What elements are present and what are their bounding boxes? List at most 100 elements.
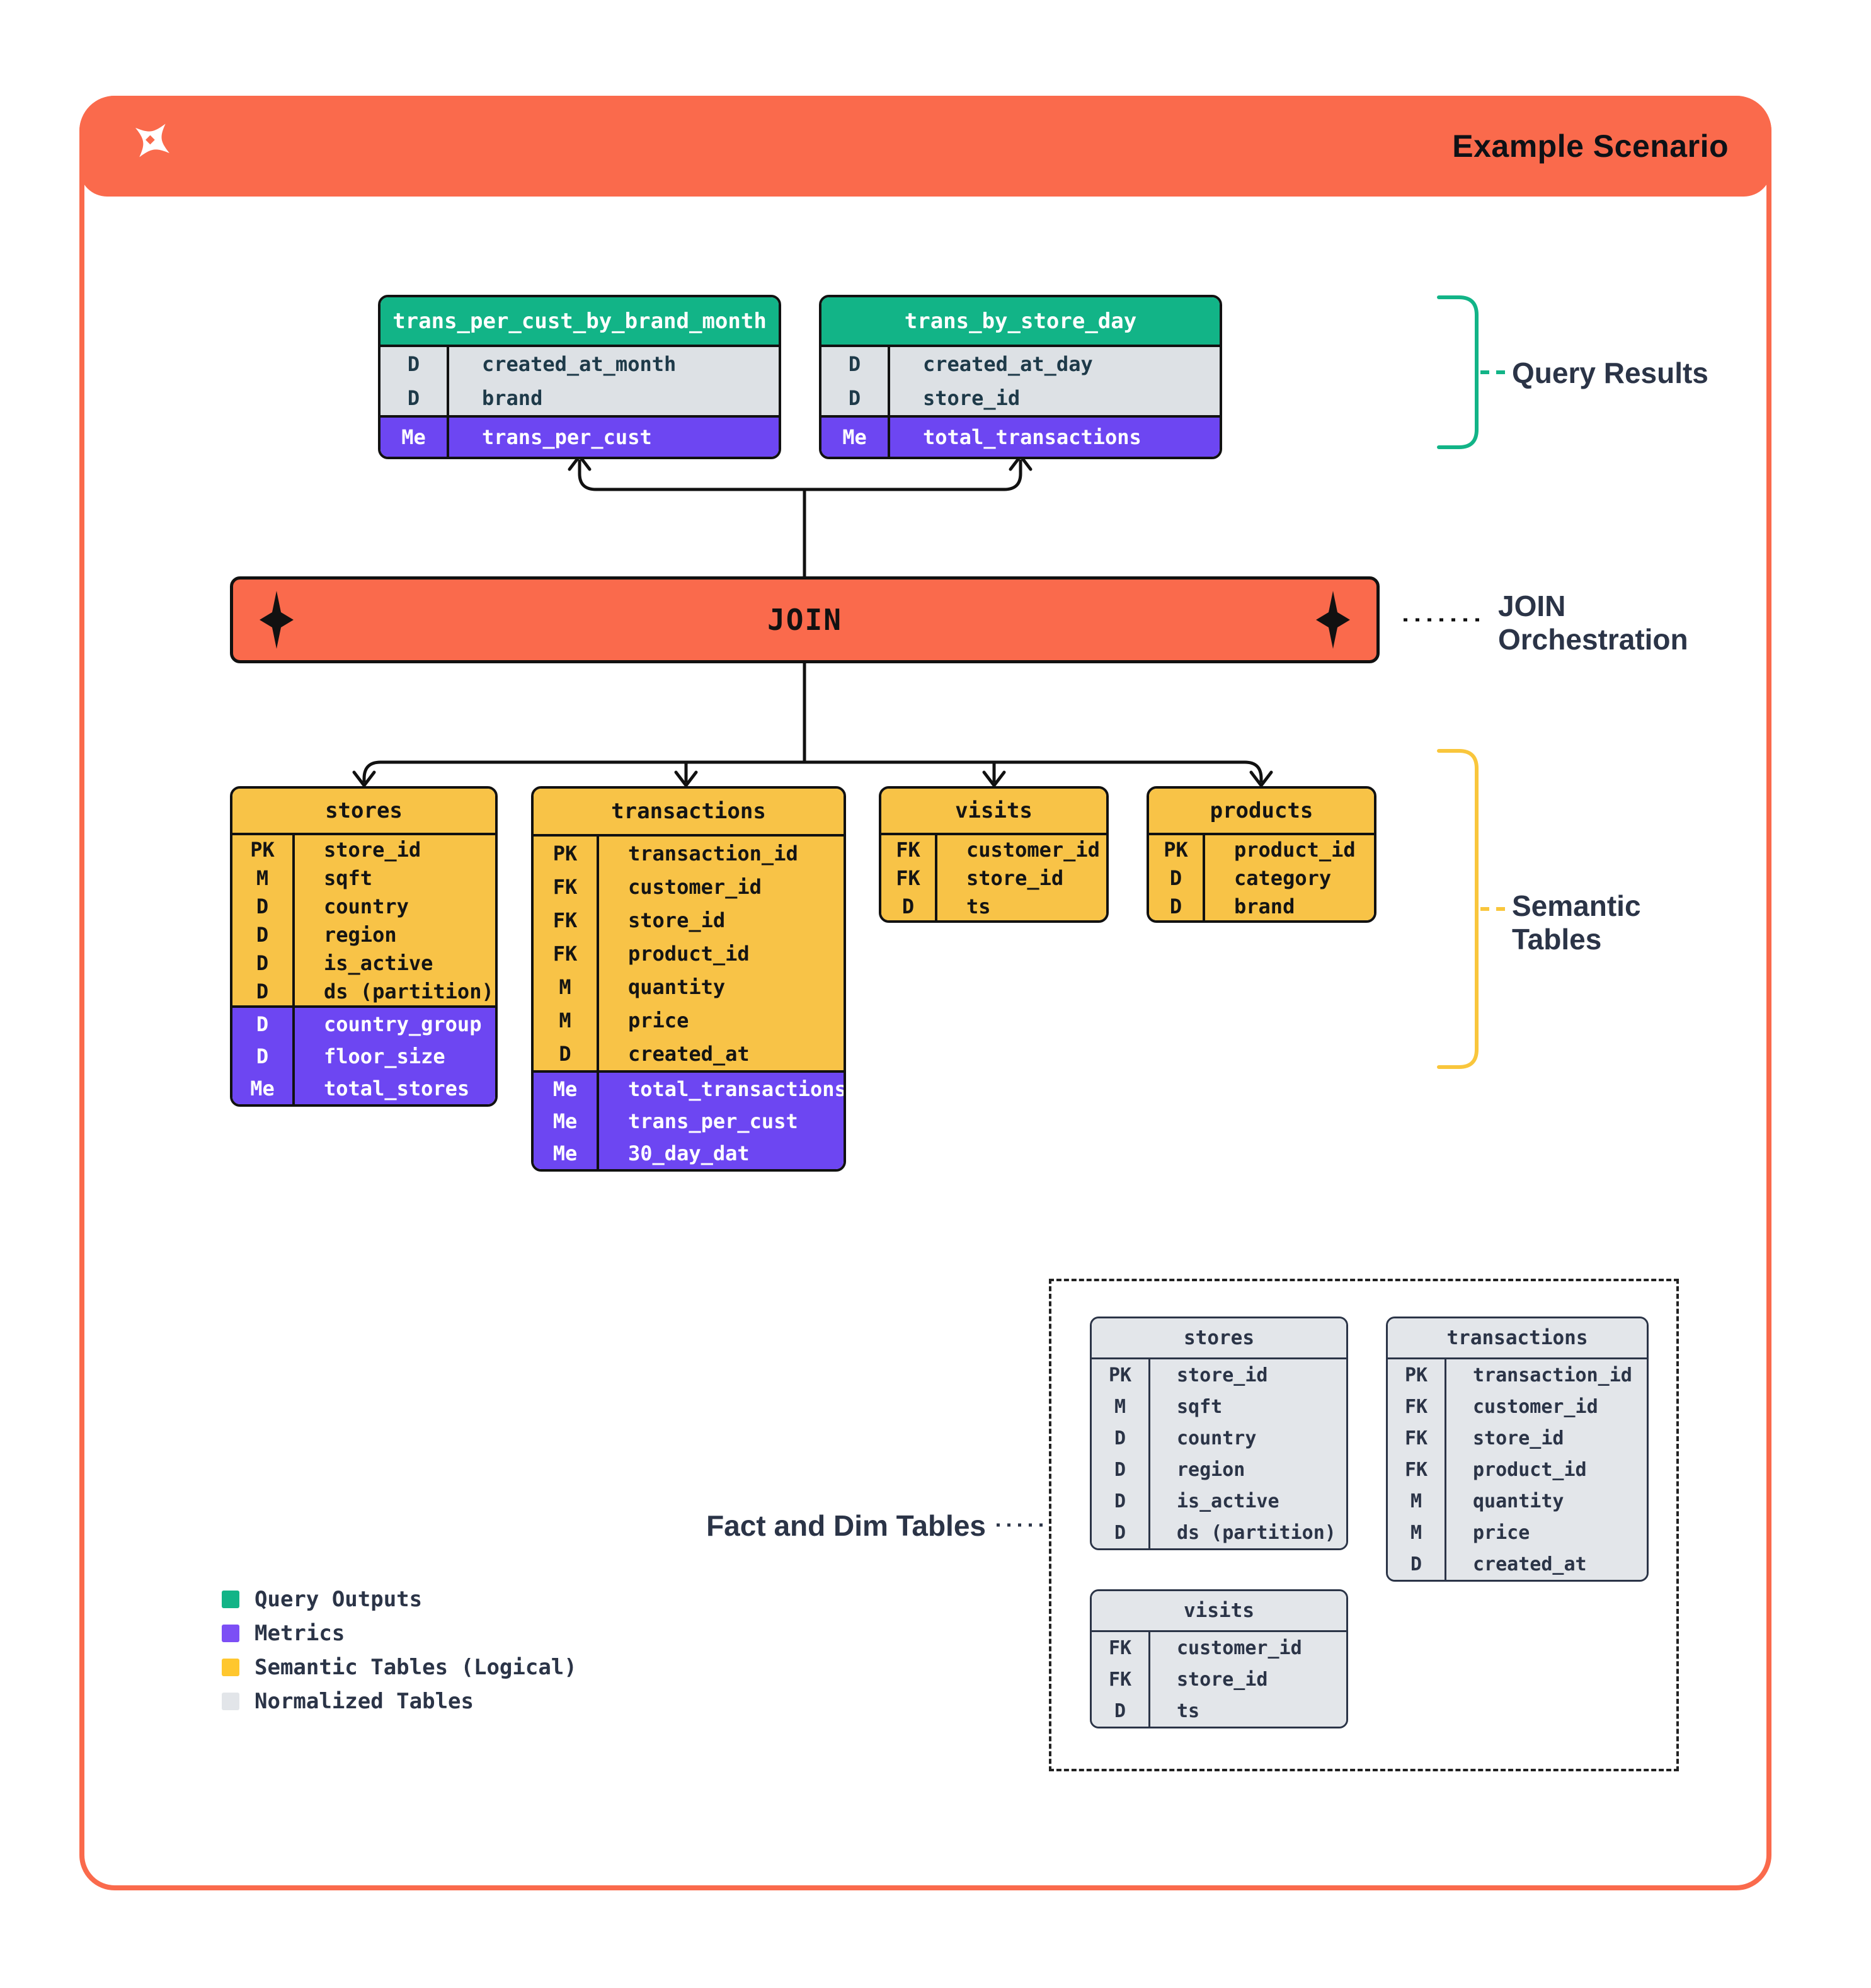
join-orchestration-line2: Orchestration xyxy=(1498,623,1688,656)
row-field: is_active xyxy=(1177,1490,1279,1512)
row-field: ts xyxy=(1177,1700,1200,1722)
table-title: transactions xyxy=(1388,1318,1647,1359)
fact-dim-label: Fact and Dim Tables xyxy=(706,1509,986,1542)
row-field: total_transactions xyxy=(923,425,1141,449)
row-key: FK xyxy=(881,835,937,864)
row-field: product_id xyxy=(628,941,750,966)
row-key: PK xyxy=(1149,835,1205,864)
row-key: Me xyxy=(534,1105,599,1137)
semantic-tables-swatch-icon xyxy=(222,1659,239,1676)
row-field: region xyxy=(324,922,397,947)
row-field: store_id xyxy=(923,386,1021,410)
row-field: product_id xyxy=(1473,1458,1587,1481)
row-key: D xyxy=(232,1008,295,1040)
row-field: ds (partition) xyxy=(1177,1521,1336,1544)
row-field: customer_id xyxy=(1473,1395,1598,1418)
normalized-tables-swatch-icon xyxy=(222,1693,239,1710)
row-key: M xyxy=(1092,1391,1150,1422)
metrics-swatch-icon xyxy=(222,1625,239,1642)
legend-label: Normalized Tables xyxy=(255,1689,474,1714)
row-key: Me xyxy=(232,1072,295,1104)
row-field: floor_size xyxy=(324,1044,445,1068)
table-title: visits xyxy=(1092,1591,1346,1632)
row-key: D xyxy=(1092,1454,1150,1485)
row-field: store_id xyxy=(1473,1427,1564,1449)
legend-item: Query Outputs xyxy=(222,1582,577,1616)
table-title: visits xyxy=(881,789,1106,835)
row-key: PK xyxy=(534,837,599,870)
row-key: D xyxy=(534,1037,599,1070)
row-key: D xyxy=(232,1040,295,1072)
row-key: D xyxy=(1092,1695,1150,1727)
row-key: FK xyxy=(534,870,599,903)
row-key: D xyxy=(232,949,295,977)
row-field: store_id xyxy=(1177,1668,1268,1691)
row-key: Me xyxy=(534,1137,599,1169)
row-key: PK xyxy=(232,835,295,864)
row-field: country_group xyxy=(324,1012,482,1036)
row-field: price xyxy=(628,1008,689,1032)
row-key: FK xyxy=(881,864,937,892)
legend-item: Metrics xyxy=(222,1616,577,1650)
fact-dim-box xyxy=(1049,1279,1679,1771)
row-key: M xyxy=(534,970,599,1003)
sparkle-icon xyxy=(260,591,294,649)
row-key: M xyxy=(232,864,295,892)
row-field: transaction_id xyxy=(1473,1364,1632,1386)
row-field: is_active xyxy=(324,951,433,975)
row-field: store_id xyxy=(628,908,726,932)
row-field: brand xyxy=(1234,894,1295,918)
semantic-tables-line1: Semantic xyxy=(1512,889,1641,922)
row-field: country xyxy=(324,894,409,918)
join-label: JOIN xyxy=(767,603,842,637)
row-field: total_stores xyxy=(324,1076,470,1100)
table-title: trans_by_store_day xyxy=(821,297,1220,347)
row-key: D xyxy=(232,920,295,949)
row-key: D xyxy=(232,892,295,920)
row-key: FK xyxy=(534,903,599,937)
row-field: price xyxy=(1473,1521,1530,1544)
row-field: created_at_month xyxy=(482,352,677,376)
row-field: store_id xyxy=(1177,1364,1268,1386)
row-field: ds (partition) xyxy=(324,979,494,1003)
row-field: created_at xyxy=(1473,1553,1587,1575)
sparkle-icon xyxy=(1316,591,1350,649)
row-field: country xyxy=(1177,1427,1257,1449)
row-field: sqft xyxy=(324,865,373,890)
